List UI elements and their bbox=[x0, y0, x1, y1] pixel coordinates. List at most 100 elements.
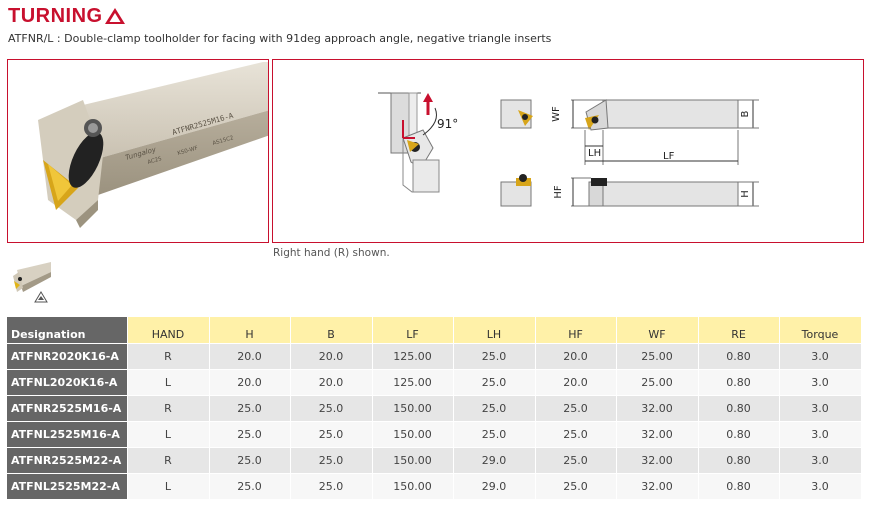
cell-h: 25.0 bbox=[209, 421, 291, 448]
shank-grade-b: KS0-WF bbox=[177, 145, 199, 157]
cell-torque: 3.0 bbox=[779, 343, 862, 370]
cell-torque: 3.0 bbox=[779, 369, 862, 396]
header-designation: Designation bbox=[7, 317, 128, 344]
front-view: HF H bbox=[500, 174, 759, 207]
cell-wf: 25.00 bbox=[616, 343, 699, 370]
cell-hand: L bbox=[127, 421, 210, 448]
cell-hf: 25.0 bbox=[535, 395, 617, 422]
approach-angle-sketch: 91° bbox=[378, 92, 458, 193]
cell-re: 0.80 bbox=[698, 447, 780, 474]
cell-wf: 25.00 bbox=[616, 369, 699, 396]
header-hf: HF bbox=[535, 317, 617, 344]
cell-designation[interactable]: ATFNR2525M22-A bbox=[7, 447, 128, 474]
dimension-drawing: 91° WF B LH LF bbox=[378, 92, 759, 207]
table-header-row: Designation HAND H B LF LH HF WF RE Torq… bbox=[7, 317, 862, 344]
cell-b: 20.0 bbox=[290, 343, 373, 370]
cell-lh: 25.0 bbox=[453, 421, 536, 448]
table-row: ATFNR2525M16-A R 25.0 25.0 150.00 25.0 2… bbox=[7, 395, 862, 422]
cell-b: 25.0 bbox=[290, 473, 373, 500]
cell-b: 20.0 bbox=[290, 369, 373, 396]
cell-lh: 29.0 bbox=[453, 473, 536, 500]
cell-b: 25.0 bbox=[290, 447, 373, 474]
top-view: WF B LH LF bbox=[500, 99, 759, 165]
cell-torque: 3.0 bbox=[779, 421, 862, 448]
cell-lh: 25.0 bbox=[453, 343, 536, 370]
cell-lf: 150.00 bbox=[372, 395, 454, 422]
cell-re: 0.80 bbox=[698, 343, 780, 370]
cell-re: 0.80 bbox=[698, 473, 780, 500]
cell-hf: 20.0 bbox=[535, 369, 617, 396]
product-subtitle: ATFNR/L : Double-clamp toolholder for fa… bbox=[8, 32, 552, 45]
header-h: H bbox=[209, 317, 291, 344]
cell-lf: 150.00 bbox=[372, 473, 454, 500]
cell-lh: 25.0 bbox=[453, 395, 536, 422]
header-lf: LF bbox=[372, 317, 454, 344]
cell-b: 25.0 bbox=[290, 395, 373, 422]
approach-angle-label: 91° bbox=[437, 117, 458, 131]
cell-b: 25.0 bbox=[290, 421, 373, 448]
cell-designation[interactable]: ATFNR2020K16-A bbox=[7, 343, 128, 370]
cell-h: 25.0 bbox=[209, 473, 291, 500]
cell-lh: 25.0 bbox=[453, 369, 536, 396]
cell-lh: 29.0 bbox=[453, 447, 536, 474]
header-b: B bbox=[290, 317, 373, 344]
header-lh: LH bbox=[453, 317, 536, 344]
product-thumbnail[interactable] bbox=[9, 260, 53, 304]
table-row: ATFNR2020K16-A R 20.0 20.0 125.00 25.0 2… bbox=[7, 343, 862, 370]
cell-h: 25.0 bbox=[209, 447, 291, 474]
cell-h: 25.0 bbox=[209, 395, 291, 422]
cell-re: 0.80 bbox=[698, 369, 780, 396]
technical-drawing-panel: 91° WF B LH LF bbox=[272, 59, 864, 243]
shank-grade-a: AC25 bbox=[147, 156, 163, 166]
cell-hf: 20.0 bbox=[535, 343, 617, 370]
cell-re: 0.80 bbox=[698, 395, 780, 422]
header-wf: WF bbox=[616, 317, 699, 344]
cell-designation[interactable]: ATFNL2020K16-A bbox=[7, 369, 128, 396]
cell-hand: R bbox=[127, 395, 210, 422]
cell-wf: 32.00 bbox=[616, 421, 699, 448]
dim-hf-label: HF bbox=[553, 185, 564, 199]
table-row: ATFNR2525M22-A R 25.0 25.0 150.00 29.0 2… bbox=[7, 447, 862, 474]
table-row: ATFNL2525M16-A L 25.0 25.0 150.00 25.0 2… bbox=[7, 421, 862, 448]
cell-h: 20.0 bbox=[209, 343, 291, 370]
cell-designation[interactable]: ATFNL2525M16-A bbox=[7, 421, 128, 448]
toolholder-photo: ATFNR2525M16-A Tungaloy AC25 KS0-WF AS15… bbox=[8, 60, 268, 242]
brand-name: TURNING bbox=[8, 4, 103, 27]
cell-wf: 32.00 bbox=[616, 395, 699, 422]
hand-caption: Right hand (R) shown. bbox=[273, 247, 390, 259]
cell-hf: 25.0 bbox=[535, 421, 617, 448]
cell-lf: 125.00 bbox=[372, 343, 454, 370]
cell-hand: L bbox=[127, 369, 210, 396]
cell-wf: 32.00 bbox=[616, 447, 699, 474]
cell-lf: 150.00 bbox=[372, 447, 454, 474]
table-row: ATFNL2020K16-A L 20.0 20.0 125.00 25.0 2… bbox=[7, 369, 862, 396]
cell-h: 20.0 bbox=[209, 369, 291, 396]
cell-lf: 150.00 bbox=[372, 421, 454, 448]
cell-hand: R bbox=[127, 343, 210, 370]
cell-torque: 3.0 bbox=[779, 447, 862, 474]
cell-designation[interactable]: ATFNR2525M16-A bbox=[7, 395, 128, 422]
cell-lf: 125.00 bbox=[372, 369, 454, 396]
triangle-insert-icon bbox=[104, 8, 125, 24]
cell-hf: 25.0 bbox=[535, 447, 617, 474]
cell-hand: L bbox=[127, 473, 210, 500]
dim-b-label: B bbox=[740, 110, 751, 117]
table-row: ATFNL2525M22-A L 25.0 25.0 150.00 29.0 2… bbox=[7, 473, 862, 500]
brand-logo: TURNING bbox=[8, 5, 126, 27]
shank-grade-c: AS15C2 bbox=[212, 135, 234, 147]
dim-h-label: H bbox=[740, 190, 751, 198]
dim-lf-label: LF bbox=[663, 151, 675, 162]
cell-re: 0.80 bbox=[698, 421, 780, 448]
dim-lh-label: LH bbox=[588, 148, 601, 159]
cell-torque: 3.0 bbox=[779, 395, 862, 422]
header-torque: Torque bbox=[779, 317, 862, 344]
cell-hf: 25.0 bbox=[535, 473, 617, 500]
cell-wf: 32.00 bbox=[616, 473, 699, 500]
toolholder-thumbnail-icon bbox=[13, 262, 51, 303]
dim-wf-label: WF bbox=[551, 106, 562, 122]
cell-designation[interactable]: ATFNL2525M22-A bbox=[7, 473, 128, 500]
specification-table: Designation HAND H B LF LH HF WF RE Torq… bbox=[7, 317, 862, 500]
header-hand: HAND bbox=[127, 317, 210, 344]
header-re: RE bbox=[698, 317, 780, 344]
product-photo-panel: ATFNR2525M16-A Tungaloy AC25 KS0-WF AS15… bbox=[7, 59, 269, 243]
